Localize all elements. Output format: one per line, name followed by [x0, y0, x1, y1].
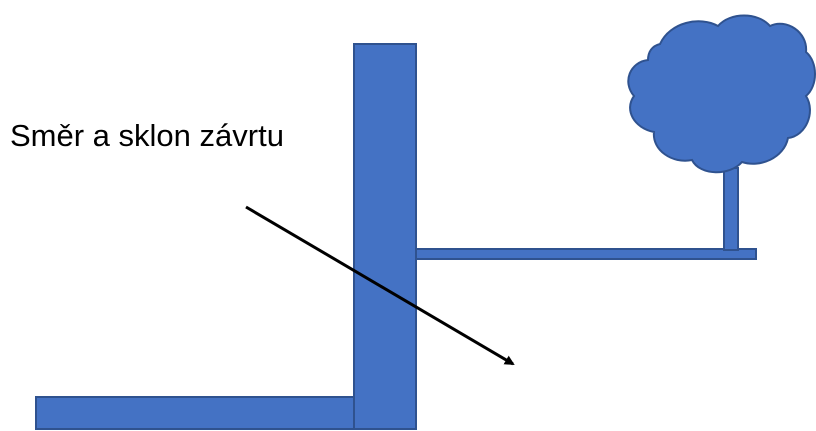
upper-terrain: [415, 248, 757, 260]
drilling-direction-arrow: [245, 205, 515, 366]
ground-slab: [35, 396, 355, 430]
drilling-direction-label: Směr a sklon závrtu: [10, 118, 284, 153]
vertical-wall: [353, 43, 417, 430]
tree-crown: [627, 14, 816, 174]
tree-trunk: [723, 167, 739, 251]
